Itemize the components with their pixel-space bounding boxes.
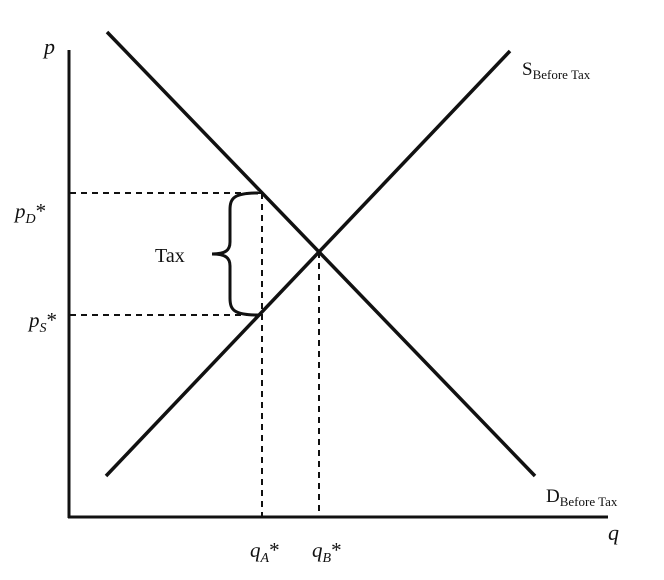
demand-curve [105, 30, 537, 478]
qa-label-suffix: * [269, 538, 280, 562]
tax-label: Tax [155, 245, 185, 267]
demand-curve-label: DBefore Tax [546, 486, 618, 509]
ps-label-suffix: * [47, 308, 58, 332]
pd-label-suffix: * [36, 199, 47, 223]
qb-label-sub: B [323, 551, 332, 566]
supply-curve-label: SBefore Tax [522, 59, 591, 82]
supply-curve-label-sub: Before Tax [533, 67, 591, 82]
pd-label: pD* [13, 199, 46, 227]
ps-label: pS* [27, 308, 57, 336]
x-axis-label: q [608, 520, 619, 545]
tax-brace [211, 191, 259, 317]
qa-label-sub: A [260, 551, 270, 566]
supply-curve [104, 49, 512, 478]
qb-label-suffix: * [331, 538, 342, 562]
demand-curve-label-sub: Before Tax [560, 494, 618, 509]
qa-label: qA* [250, 538, 280, 566]
qb-label: qB* [312, 538, 342, 566]
ps-label-sub: S [40, 321, 47, 336]
pd-label-sub: D [25, 212, 36, 227]
y-axis-label: p [42, 34, 55, 59]
